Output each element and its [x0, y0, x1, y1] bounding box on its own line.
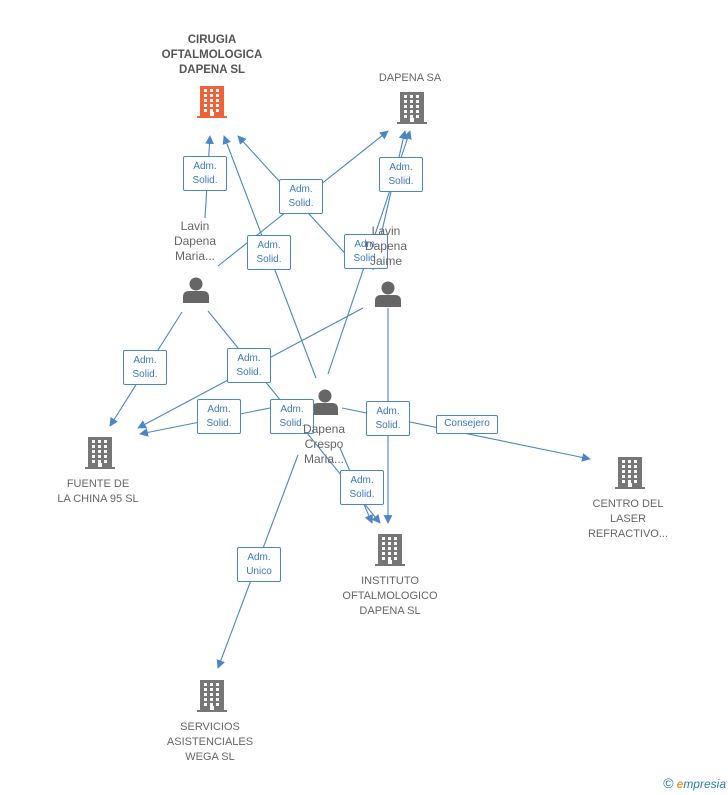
edge-label-dapena_crespo-to-dapena_sa[interactable]: Adm.Solid.: [270, 398, 314, 434]
edge-label-dapena_crespo-to-centro[interactable]: Consejero: [436, 414, 498, 434]
edge-label-lavin_jaime-to-instituto[interactable]: Adm.Solid.: [366, 400, 410, 436]
edge-label-lavin_maria-to-dapena_sa[interactable]: Adm.Solid.: [279, 178, 323, 214]
brand-name: mpresia: [683, 777, 726, 791]
edge-label-dapena_crespo-to-instituto[interactable]: Adm.Solid.: [340, 469, 384, 505]
edge-label-lavin_jaime-to-fuente[interactable]: Adm.Solid.: [227, 347, 271, 383]
building-icon-fuente[interactable]: [85, 437, 115, 469]
edge-label-dapena_crespo-to-fuente[interactable]: Adm.Solid.: [197, 398, 241, 434]
edge-label-dapena_crespo-to-servicios[interactable]: Adm.Unico: [237, 546, 281, 582]
person-icon-lavin_jaime[interactable]: [375, 281, 401, 308]
person-icon-lavin_maria[interactable]: [183, 277, 209, 304]
company-label-dapena_sa[interactable]: DAPENA SA: [378, 72, 442, 84]
building-icon-cirugia[interactable]: [197, 86, 227, 118]
edge-label-lavin_jaime-to-dapena_sa[interactable]: Adm.Solid.: [379, 156, 423, 192]
edge-label-lavin_jaime-to-cirugia[interactable]: Adm.Solid.: [344, 233, 388, 269]
edge-label-lavin_maria-to-cirugia[interactable]: Adm.Solid.: [183, 155, 227, 191]
brand-logo-letter: e: [676, 777, 684, 791]
nodes-layer: [85, 86, 645, 712]
edge-label-dapena_crespo-to-cirugia[interactable]: Adm.Solid.: [247, 234, 291, 270]
building-icon-dapena_sa[interactable]: [397, 92, 427, 124]
building-icon-centro[interactable]: [615, 457, 645, 489]
footer-brand[interactable]: ©empresia: [663, 775, 726, 791]
copyright-symbol: ©: [663, 775, 674, 791]
person-icon-dapena_crespo[interactable]: [312, 389, 338, 416]
edge-label-lavin_maria-to-fuente[interactable]: Adm.Solid.: [123, 349, 167, 385]
building-icon-servicios[interactable]: [197, 680, 227, 712]
building-icon-instituto[interactable]: [375, 534, 405, 566]
